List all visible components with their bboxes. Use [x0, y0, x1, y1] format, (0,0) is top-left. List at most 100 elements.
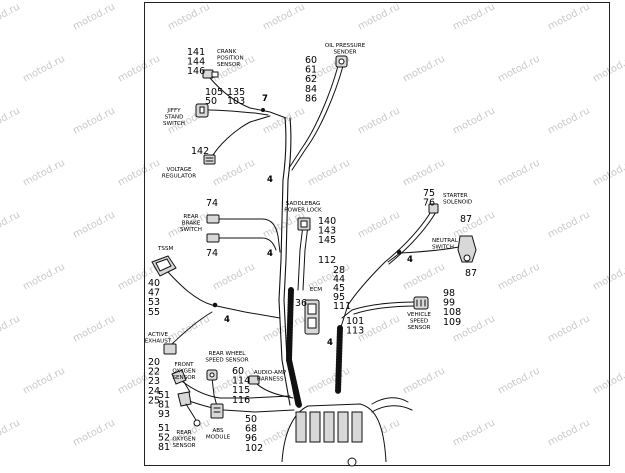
- watermark-text: motod.ru: [71, 417, 117, 448]
- watermark-text: motod.ru: [356, 1, 402, 32]
- watermark-text: motod.ru: [116, 157, 162, 188]
- rearox-label-line: OXYGEN: [172, 436, 195, 442]
- rbrake-label-line: REAR: [183, 214, 198, 220]
- rearox-ref-number: 51: [158, 423, 170, 434]
- watermark-text: motod.ru: [496, 261, 542, 292]
- starter-ref-number: 76: [423, 198, 435, 209]
- vss-ref-number: 98: [443, 288, 455, 299]
- misc1-ref-number: 101: [346, 316, 364, 327]
- rearox-ref-number: 52: [158, 433, 170, 444]
- lower-harness-bundle: [281, 397, 413, 467]
- rearox-label-line: REAR: [176, 430, 191, 436]
- oilp-ref-number: 60: [305, 55, 317, 66]
- watermark-text: motod.ru: [546, 417, 592, 448]
- rear-brake-switch-connectors: [206, 214, 220, 243]
- rbrake-label-line: SWITCH: [180, 227, 202, 233]
- ecm-ref-number: 111: [333, 301, 351, 312]
- frontox-label-line: SENSOR: [172, 375, 195, 381]
- watermark-text: motod.ru: [21, 261, 67, 292]
- callout-4-d: 4: [407, 255, 413, 265]
- watermark-text: motod.ru: [591, 365, 625, 396]
- saddle-ref-number: 145: [318, 235, 336, 246]
- vreg-label-line: VOLTAGE: [166, 167, 192, 173]
- tssm-ref-number: 47: [148, 288, 160, 299]
- watermark-text: motod.ru: [261, 105, 307, 136]
- vreg-label-line: REGULATOR: [162, 173, 196, 179]
- watermark-text: motod.ru: [116, 53, 162, 84]
- audio-ref-number: 114: [232, 376, 250, 387]
- components: [151, 55, 477, 467]
- crank-label-line: POSITION: [217, 55, 244, 61]
- audio-label-line: AUDIO-AMP: [254, 370, 287, 376]
- watermark-text: motod.ru: [401, 53, 447, 84]
- watermark-text: motod.ru: [0, 313, 22, 344]
- voltage-regulator-connector: [203, 154, 216, 165]
- frontox-ref-number: 25: [148, 395, 160, 406]
- frontox-ref-number: 23: [148, 376, 160, 387]
- callout-4-a: 4: [267, 175, 273, 185]
- ecm-ref-number: 45: [333, 283, 345, 294]
- watermark-text: motod.ru: [21, 365, 67, 396]
- watermark-text: motod.ru: [546, 105, 592, 136]
- callout-4-b: 4: [267, 249, 273, 259]
- watermark-text: motod.ru: [71, 209, 117, 240]
- oilp-ref-number: 84: [305, 84, 317, 95]
- watermark-text: motod.ru: [211, 261, 257, 292]
- watermark-text: motod.ru: [306, 157, 352, 188]
- rearox-ref-number: 81: [158, 442, 170, 453]
- vss-ref-number: 108: [443, 307, 461, 318]
- rbrake-label-line: BRAKE: [182, 220, 201, 226]
- frontox-ref-number: 20: [148, 357, 160, 368]
- tssm-ref-number: 40: [148, 278, 160, 289]
- starter-label-line: SOLENOID: [443, 199, 472, 205]
- jiffy-ref-number: 103: [227, 96, 245, 107]
- watermark-text: motod.ru: [451, 1, 497, 32]
- watermark-text: motod.ru: [306, 365, 352, 396]
- jiffy-ref-number: 50: [205, 96, 217, 107]
- frontox-label-line: OXYGEN: [172, 368, 195, 374]
- audio-ref-number: 60: [232, 366, 244, 377]
- tssm-ref-number: 53: [148, 297, 160, 308]
- saddle-ref-number: 140: [318, 216, 336, 227]
- ecm-ref-number: 95: [333, 292, 345, 303]
- watermark-text: motod.ru: [401, 365, 447, 396]
- starter-label-line: STARTER: [443, 193, 468, 199]
- watermark-text: motod.ru: [496, 53, 542, 84]
- misc2-ref-number: 81: [158, 400, 170, 411]
- rbrake-ref-number: 74: [206, 198, 218, 209]
- watermark-text: motod.ru: [451, 105, 497, 136]
- watermark-text: motod.ru: [401, 261, 447, 292]
- crank-ref-number: 146: [187, 66, 205, 77]
- watermark-text: motod.ru: [0, 417, 22, 448]
- watermark-text: motod.ru: [21, 157, 67, 188]
- oilp-label-line: OIL PRESSURE: [325, 43, 366, 49]
- jiffy-label-line: STAND: [165, 114, 184, 120]
- crank-label-line: SENSOR: [217, 62, 240, 68]
- watermark-text: motod.ru: [356, 105, 402, 136]
- watermark-text: motod.ru: [451, 417, 497, 448]
- vss-label-line: VEHICLE: [407, 312, 431, 318]
- oilp-ref-number: 62: [305, 74, 317, 85]
- abs-ref-number: 50: [245, 414, 257, 425]
- rear-oxygen-sensor: [177, 391, 201, 427]
- watermark-text: motod.ru: [211, 157, 257, 188]
- watermark-text: motod.ru: [71, 313, 117, 344]
- crank-ref-number: 144: [187, 57, 205, 68]
- rbrake-ref-number: 74: [206, 248, 218, 259]
- watermark-text: motod.ru: [591, 157, 625, 188]
- aex-label-line: EXHAUST: [145, 338, 172, 344]
- watermark-text: motod.ru: [356, 209, 402, 240]
- oilp-ref-number: 61: [305, 65, 317, 76]
- misc2-ref-number: 51: [158, 390, 170, 401]
- jiffy-stand-switch: [195, 103, 209, 118]
- watermark-text: motod.ru: [401, 157, 447, 188]
- rearox-label-line: SENSOR: [172, 443, 195, 449]
- rwss-label-line: SPEED SENSOR: [205, 357, 248, 363]
